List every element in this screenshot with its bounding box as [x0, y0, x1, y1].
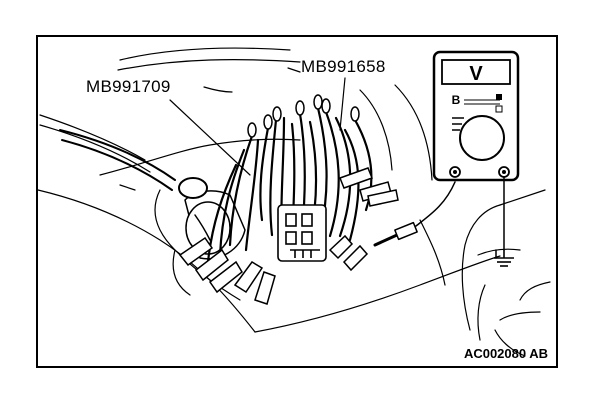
- alligator-clips: [178, 167, 399, 305]
- probe-icon: [373, 181, 456, 247]
- figure-code: AC002080 AB: [464, 346, 548, 361]
- tank-outline: [37, 47, 501, 333]
- label-mb991709: MB991709: [86, 77, 171, 96]
- fuel-hose: [59, 129, 208, 199]
- harness-connector: [277, 204, 327, 262]
- ground-lead: [495, 176, 505, 259]
- label-mb991658: MB991658: [301, 57, 386, 76]
- meter-range-marker: B: [452, 93, 461, 107]
- leader-lines: [169, 67, 346, 176]
- meter-dial: [459, 115, 505, 161]
- multimeter-icon: V B: [432, 50, 520, 182]
- wire-tips: [247, 94, 360, 138]
- meter-display: V: [469, 63, 483, 85]
- ground-symbol-icon: [494, 250, 514, 267]
- hand-outline: [461, 189, 551, 357]
